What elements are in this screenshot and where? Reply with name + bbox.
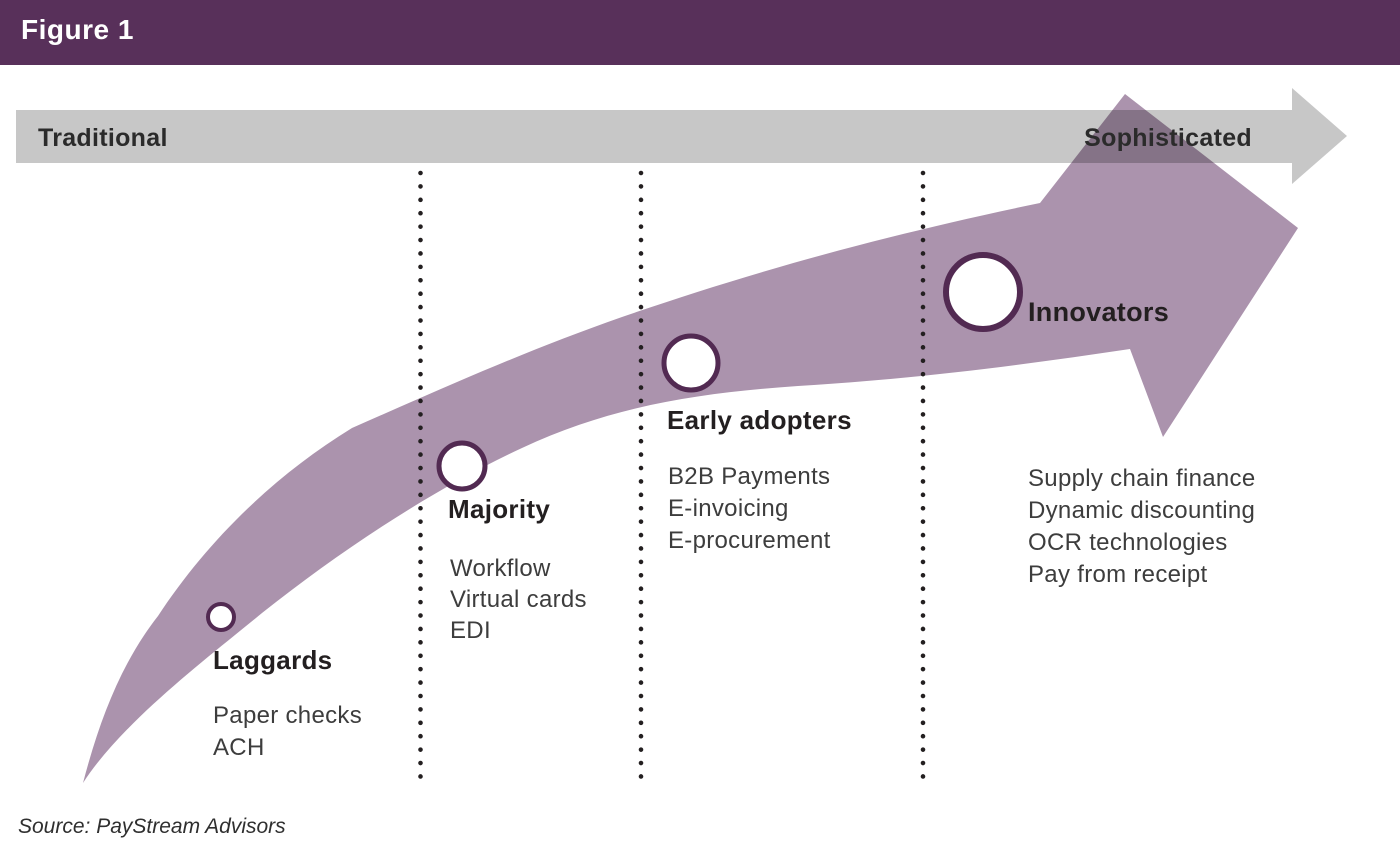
figure-title: Figure 1 xyxy=(21,14,134,45)
source-note: Source: PayStream Advisors xyxy=(18,815,286,838)
stage-item: Supply chain finance xyxy=(1028,465,1256,492)
milestone-circle-laggards xyxy=(206,602,236,632)
stage-item: B2B Payments xyxy=(668,463,831,490)
stage-item: Dynamic discounting xyxy=(1028,497,1256,524)
growth-swoosh-arrow xyxy=(83,94,1298,783)
milestone-circle-innovators xyxy=(943,252,1023,332)
stage-item: E-procurement xyxy=(668,527,831,554)
stage-item: Pay from receipt xyxy=(1028,561,1208,588)
stage-name-early-adopters: Early adopters xyxy=(667,405,852,435)
milestone-circle-early-adopters xyxy=(661,333,721,393)
stage-item: Paper checks xyxy=(213,702,363,729)
axis-arrow-gray xyxy=(16,88,1347,184)
stage-item: ACH xyxy=(213,734,265,761)
axis-label-traditional: Traditional xyxy=(38,124,168,152)
stage-items-majority: Workflow Virtual cards EDI xyxy=(450,553,587,646)
stage-items-innovators: Supply chain finance Dynamic discounting… xyxy=(1028,463,1255,591)
stage-name-laggards: Laggards xyxy=(213,645,333,675)
stage-item: E-invoicing xyxy=(668,495,789,522)
axis-label-sophisticated: Sophisticated xyxy=(1084,124,1252,152)
stage-item: Virtual cards xyxy=(450,586,587,613)
stage-items-early-adopters: B2B Payments E-invoicing E-procurement xyxy=(668,461,831,557)
stage-items-laggards: Paper checks ACH xyxy=(213,700,362,764)
stage-item: Workflow xyxy=(450,555,551,582)
figure-header-bar: Figure 1 xyxy=(0,0,1400,65)
stage-name-innovators: Innovators xyxy=(1028,297,1170,327)
stage-item: OCR technologies xyxy=(1028,529,1228,556)
stage-item: EDI xyxy=(450,617,491,644)
stage-name-majority: Majority xyxy=(448,494,551,524)
milestone-circle-majority xyxy=(436,440,488,492)
